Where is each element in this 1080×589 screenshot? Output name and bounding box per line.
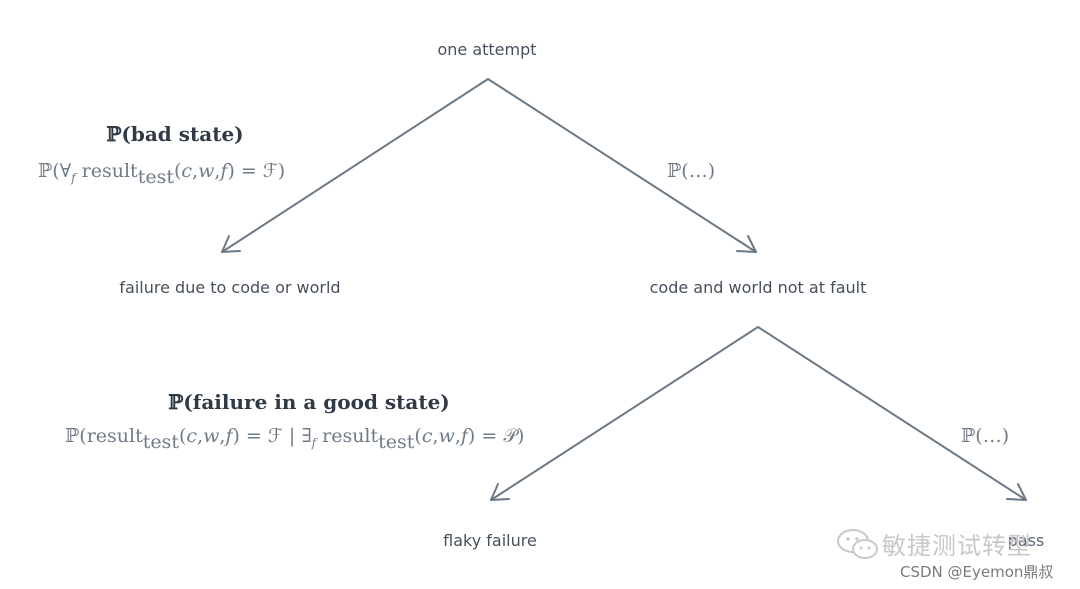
edge-right-pass [757, 326, 1027, 501]
node-flaky-failure: flaky failure [443, 531, 537, 550]
arrowhead-right-pass [1006, 483, 1027, 501]
right-bottom-probability: ℙ(…) [961, 425, 1010, 447]
bad-state-formula: ℙ(∀f resulttest(c,w,f) = ℱ) [38, 160, 286, 188]
node-pass: pass [1007, 531, 1045, 550]
node-code-and-world-not-at-fault: code and world not at fault [649, 278, 867, 297]
watermark-title: 敏捷测试转型 [882, 532, 1032, 560]
good-state-title: ℙ(failure in a good state) [168, 390, 450, 414]
watermark-csdn: CSDN @Eyemon鼎叔 [900, 563, 1054, 581]
edge-root-left [221, 78, 489, 253]
wechat-logo-icon [837, 529, 878, 559]
right-top-probability: ℙ(…) [667, 160, 716, 182]
bad-state-title: ℙ(bad state) [106, 122, 244, 146]
good-state-formula: ℙ(resulttest(c,w,f) = ℱ | ∃f resulttest(… [65, 425, 525, 453]
arrowhead-root-right [736, 235, 757, 253]
node-failure-due-to-code-or-world: failure due to code or world [119, 278, 341, 297]
edge-right-flaky [490, 326, 759, 501]
node-one-attempt: one attempt [437, 40, 537, 59]
arrowhead-right-flaky [490, 483, 510, 501]
arrowhead-root-left [221, 235, 241, 253]
edge-root-right [487, 78, 757, 253]
